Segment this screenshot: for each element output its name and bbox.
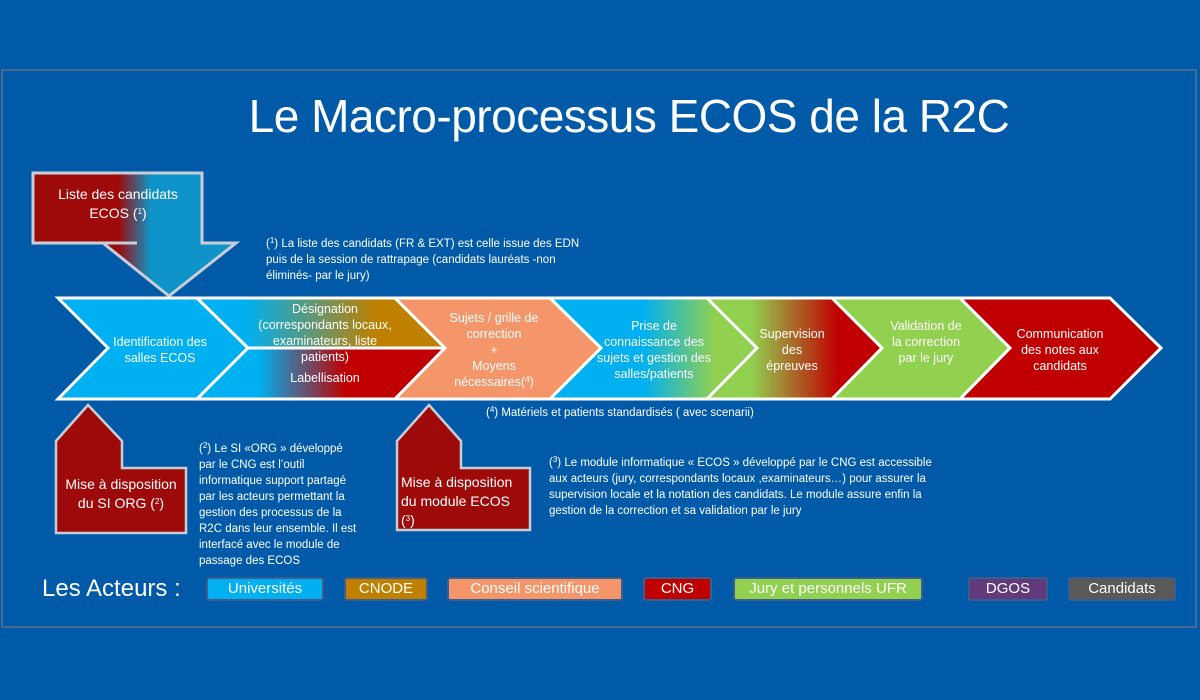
si-org-label: Mise à disposition du SI ORG (2) [65, 476, 177, 511]
slide-frame [1, 69, 1197, 628]
candidates-list-label: Liste des candidats ECOS (1) [58, 186, 178, 221]
actor-candidats: Candidats [1068, 577, 1176, 601]
actor-cnode: CNODE [344, 577, 428, 601]
step-communication [956, 296, 1164, 401]
step-communication-label: Communication des notes aux candidats [1016, 327, 1104, 373]
step-sujets-label: Sujets / grille de correction + Moyens n… [449, 311, 539, 389]
step-designation-label: Désignation (correspondants locaux, exam… [258, 302, 392, 364]
slide-title: Le Macro-processus ECOS de la R2C [248, 90, 1010, 142]
step-supervision-label: Supervision des épreuves [759, 327, 825, 373]
actor-dgos: DGOS [968, 577, 1048, 601]
step-identification-label: Identification des salles ECOS [113, 335, 207, 365]
footnote-1: (1) La liste des candidats (FR & EXT) es… [266, 236, 580, 283]
footnote-4: (4) Matériels et patients standardisés (… [486, 405, 754, 420]
step-labellisation-label: Labellisation [290, 371, 360, 385]
step-prise-label: Prise de connaissance des sujets et gest… [597, 319, 711, 381]
ecos-module-arrow [395, 403, 532, 532]
ecos-module-label: Mise à disposition du module ECOS(3) [401, 474, 513, 528]
actors-label: Les Acteurs : [42, 575, 181, 602]
actor-jury: Jury et personnels UFR [733, 577, 923, 601]
candidates-list-arrow [31, 171, 241, 298]
actor-cng: CNG [643, 577, 712, 601]
step-validation-label: Validation de la correction par le jury [890, 319, 962, 365]
footnote-2: (2) Le SI «ORG » développé par le CNG es… [199, 441, 357, 568]
footnote-3: (3) Le module informatique « ECOS » déve… [549, 455, 932, 518]
si-org-arrow [54, 403, 188, 535]
actor-universites: Universités [206, 577, 324, 601]
actor-conseil-scientifique: Conseil scientifique [447, 577, 623, 601]
